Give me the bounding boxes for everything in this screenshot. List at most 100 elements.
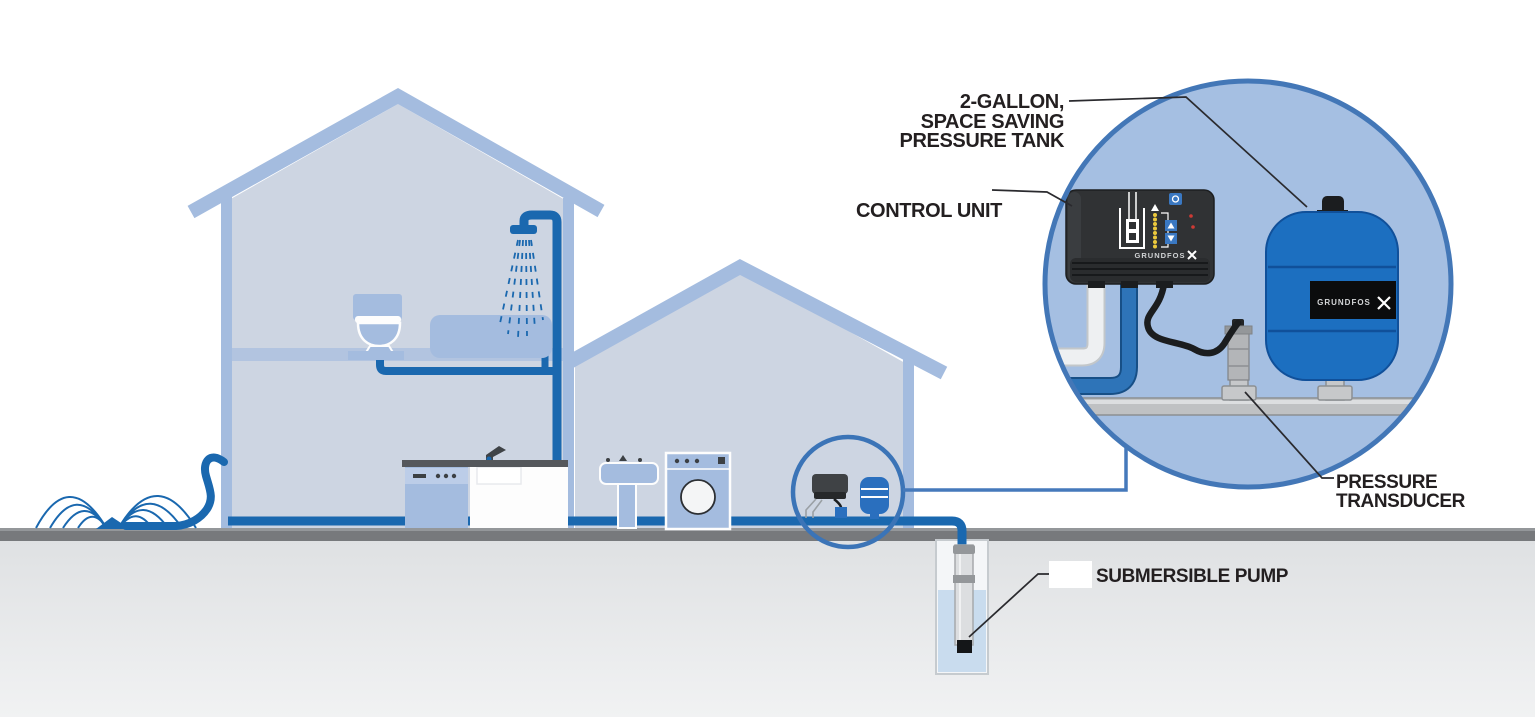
pump-station-highlight	[790, 434, 1128, 550]
washer-door	[680, 479, 716, 515]
submersible-pump	[953, 544, 975, 653]
mini-tank-body	[860, 477, 889, 514]
toilet-tank	[353, 294, 402, 320]
house-annex-interior	[575, 270, 905, 528]
mini-transducer	[835, 507, 847, 518]
pump-leader-line	[968, 573, 1050, 638]
pressure-tank-label-line3: PRESSURE TANK	[900, 130, 1065, 152]
mini-unit-base	[814, 492, 846, 499]
dishwasher	[405, 467, 468, 528]
garden-hose	[122, 453, 228, 530]
main-supply-pipe	[228, 516, 967, 550]
leader-lines	[968, 96, 1334, 638]
unit-outlet-pipe	[1047, 284, 1104, 365]
bathtub	[430, 315, 552, 358]
unit-down-button	[1165, 233, 1177, 244]
dishwasher-display	[413, 474, 426, 478]
pressure-transducer	[1224, 319, 1253, 381]
unit-grundfos-logo: GRUNDFOS	[1135, 250, 1197, 260]
ground-surface-line	[0, 528, 1535, 531]
pump-top-cap	[953, 545, 975, 554]
pump-mid-band	[953, 575, 975, 583]
pressure-tank-label-line2: SPACE SAVING	[921, 111, 1064, 133]
house-main-left-wall	[221, 194, 232, 528]
highlight-circle	[790, 434, 906, 550]
laundry-area	[599, 451, 732, 531]
upper-floor-pipe	[376, 352, 553, 375]
labels: 2-GALLON, SPACE SAVING PRESSURE TANK CON…	[856, 91, 1466, 588]
submersible-pump-label: SUBMERSIBLE PUMP	[1096, 566, 1289, 587]
shower-riser-pipe	[519, 210, 562, 519]
callout-ring	[1042, 78, 1454, 490]
mini-pressure-tank	[860, 477, 889, 519]
submersible-pump-label-swatch	[1049, 561, 1092, 588]
shower-head	[510, 225, 537, 234]
pressure-tank-label: 2-GALLON, SPACE SAVING PRESSURE TANK	[900, 91, 1066, 152]
control-unit-rib-lines	[1072, 262, 1208, 276]
water-line-highlight	[1047, 400, 1449, 404]
tank-logo-text: GRUNDFOS	[1317, 298, 1371, 307]
unit-supply-pipe	[1047, 284, 1136, 393]
ground-soil	[0, 541, 1535, 717]
dishwasher-buttons	[435, 473, 457, 479]
toilet-platform	[348, 351, 404, 360]
pressure-tank-label-line1: 2-GALLON,	[960, 91, 1064, 113]
ground	[0, 528, 1535, 717]
washer-knobs	[674, 457, 725, 464]
shower-spray	[498, 239, 544, 339]
tank-grundfos-logo: GRUNDFOS	[1317, 296, 1391, 310]
toilet	[348, 294, 404, 360]
water-pipes	[228, 210, 967, 550]
unit-well-diagram	[1119, 192, 1145, 249]
pump-body	[954, 544, 974, 646]
house-annex	[562, 259, 948, 528]
transducer-leader-line	[1244, 391, 1334, 479]
house-annex-right-wall	[903, 358, 914, 528]
unit-up-button	[1165, 220, 1177, 231]
washing-machine	[664, 451, 732, 531]
sprinkler-spray-left	[35, 496, 107, 529]
counter-top	[402, 460, 568, 467]
pressure-transducer-label: PRESSURE TRANSDUCER	[1336, 472, 1466, 512]
pressure-transducer-label-line2: TRANSDUCER	[1336, 491, 1466, 512]
mini-unit-wire-2	[812, 499, 823, 518]
pump-intake	[957, 640, 972, 653]
sink-basin	[599, 462, 659, 485]
mini-tank-stem	[870, 510, 879, 519]
mini-control-unit	[805, 474, 848, 518]
callout-content: GRUNDFOS	[1047, 189, 1449, 416]
sink-taps	[606, 455, 642, 462]
kitchen	[402, 446, 568, 528]
unit-led-column	[1151, 204, 1159, 249]
pedestal-sink	[599, 455, 659, 529]
transducer-tee-collar	[1221, 385, 1257, 401]
unit-pipe-ports	[1088, 281, 1173, 288]
bathroom-fixtures	[348, 239, 552, 360]
unit-status-leds	[1189, 214, 1195, 229]
ground-surface-band	[0, 528, 1535, 541]
sprinkler	[35, 453, 228, 530]
pressure-transducer-label-line1: PRESSURE	[1336, 472, 1437, 493]
toilet-seat	[355, 316, 401, 323]
tank-logo-mark	[1377, 296, 1391, 310]
control-unit-leader-line	[991, 189, 1073, 207]
house-annex-roof	[562, 259, 948, 380]
control-unit: GRUNDFOS	[1065, 189, 1215, 288]
unit-logo-text: GRUNDFOS	[1135, 251, 1186, 260]
callout-connector-line	[903, 448, 1128, 492]
sink-pedestal	[617, 479, 637, 529]
kitchen-sink	[476, 466, 522, 485]
mini-unit-wire-1	[805, 498, 817, 518]
transducer-cable	[1144, 280, 1242, 357]
unit-power-button	[1169, 193, 1182, 205]
control-unit-label: CONTROL UNIT	[856, 200, 1002, 222]
tank-leader-line	[1068, 96, 1308, 208]
mini-unit-body	[812, 474, 848, 494]
sprinkler-spray-right	[119, 495, 197, 529]
unit-logo-mark	[1187, 250, 1197, 260]
callout: GRUNDFOS	[1042, 78, 1454, 490]
pressure-tank: GRUNDFOS	[1265, 196, 1399, 381]
house-main-roof	[187, 87, 605, 219]
